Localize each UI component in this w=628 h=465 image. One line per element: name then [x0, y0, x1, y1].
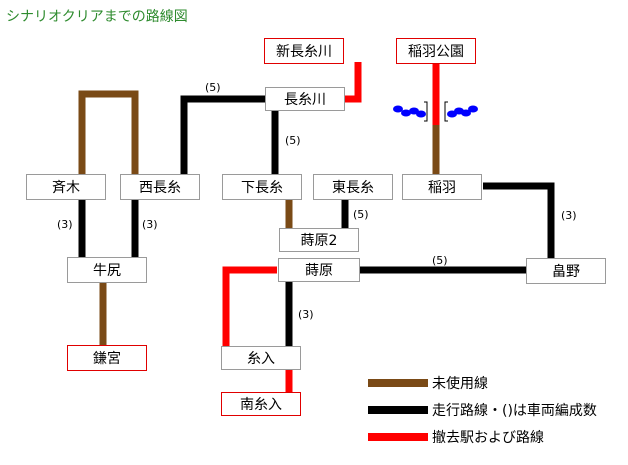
trains-label-saiki-ushijiri: (3)	[57, 218, 73, 231]
trains-label-inaba-hatano: (3)	[561, 209, 577, 222]
station-shimo-nagaito: 下長糸	[222, 174, 302, 200]
trains-label-nishi-ushijiri: (3)	[142, 218, 158, 231]
removed-jibara-itoiri-line	[222, 266, 277, 346]
trains-label-higashi-jibara2: (5)	[353, 208, 369, 221]
river-left	[393, 105, 426, 118]
station-inaba: 稲羽	[402, 174, 482, 200]
removed-nagaitogawa-shinnagaitogawa-line	[345, 62, 362, 103]
station-kamamiya: 鎌宮	[67, 345, 147, 371]
station-shin-nagaitogawa: 新長糸川	[264, 38, 344, 64]
legend-unused-text: 未使用線	[432, 376, 488, 392]
active-nishinagaito-nagaitogawa-line	[180, 95, 265, 175]
legend-removed: 撤去駅および路線	[368, 427, 544, 447]
station-nishi-nagaito: 西長糸	[120, 174, 200, 200]
bridge-bracket-left	[424, 101, 428, 122]
station-inaba-koen: 稲羽公園	[396, 38, 476, 64]
station-minami-itoiri: 南糸入	[221, 392, 301, 416]
station-nagaitogawa: 長糸川	[265, 87, 345, 111]
active-inaba-hatano-line	[483, 182, 555, 259]
trains-label-jibara-itoiri: (3)	[298, 308, 314, 321]
trains-label-jibara-hatano: (5)	[432, 254, 448, 267]
station-ushijiri: 牛尻	[67, 257, 147, 283]
legend-unused: 未使用線	[368, 373, 488, 393]
unused-loop-line	[78, 90, 139, 175]
legend-active-swatch	[368, 406, 428, 414]
river-right	[447, 105, 478, 118]
legend-active: 走行路線・()は車両編成数	[368, 400, 597, 420]
legend-removed-text: 撤去駅および路線	[432, 430, 544, 446]
bridge-bracket-right	[444, 101, 448, 122]
station-hatano: 畠野	[526, 258, 606, 284]
station-jibara2: 蒔原2	[279, 228, 359, 252]
legend-unused-swatch	[368, 379, 428, 387]
legend-removed-swatch	[368, 433, 428, 441]
station-jibara: 蒔原	[278, 258, 360, 282]
map-title: シナリオクリアまでの路線図	[6, 9, 188, 25]
trains-label-nishi-nagaitogawa: (5)	[205, 81, 221, 94]
legend-active-text: 走行路線・()は車両編成数	[432, 403, 597, 419]
station-higashi-nagaito: 東長糸	[313, 174, 393, 200]
station-itoiri: 糸入	[221, 346, 301, 370]
trains-label-nagaitogawa-shimo: (5)	[285, 134, 301, 147]
station-saiki: 斉木	[26, 174, 106, 200]
